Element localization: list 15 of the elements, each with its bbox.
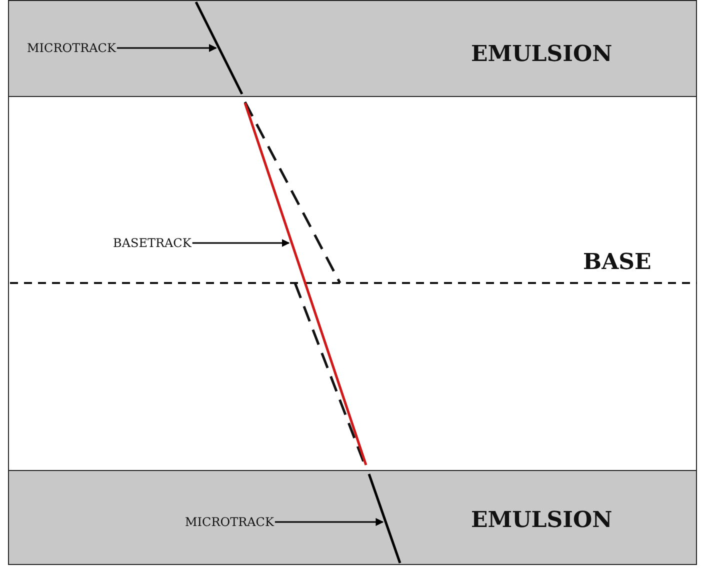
track-label: BASETRACK — [113, 236, 192, 250]
leader-arrow — [116, 44, 217, 52]
track-line — [194, 2, 244, 94]
layer-label: EMULSION — [471, 507, 612, 533]
leader-arrow — [274, 518, 384, 526]
track-line — [366, 474, 402, 562]
emulsion-layer — [8, 0, 697, 97]
track-label: MICROTRACK — [185, 515, 274, 529]
layer-label: BASE — [583, 249, 652, 275]
layer-label: EMULSION — [471, 41, 612, 67]
track-label: MICROTRACK — [27, 41, 116, 55]
track-line — [242, 102, 368, 464]
emulsion-layer — [8, 470, 697, 565]
leader-arrow — [192, 239, 290, 247]
base-layer — [8, 96, 697, 471]
